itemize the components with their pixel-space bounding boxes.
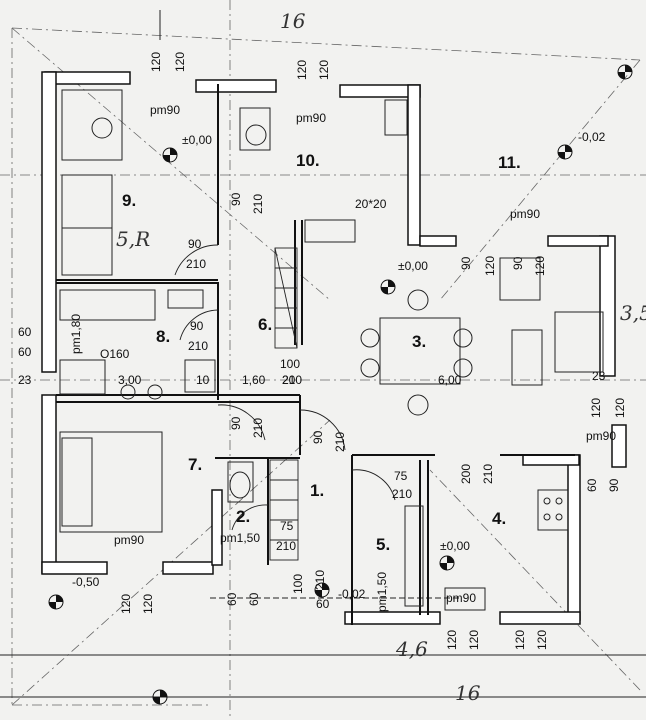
dim-label: 120 bbox=[141, 594, 155, 614]
axis-label-bottom: 16 bbox=[455, 681, 481, 705]
dim-label: 60 bbox=[225, 592, 239, 606]
dim-label: pm90 bbox=[510, 207, 540, 221]
dim-label: 20 bbox=[282, 373, 296, 387]
dim-label: 210 bbox=[282, 373, 302, 387]
room-label-8: 8. bbox=[156, 327, 170, 346]
stairs bbox=[269, 247, 299, 561]
room-label-2: 2. bbox=[236, 507, 250, 526]
dim-label: 90 bbox=[459, 256, 473, 270]
dim-label: 210 bbox=[481, 464, 495, 484]
dim-label: pm1,50 bbox=[220, 531, 260, 545]
dim-label: pm90 bbox=[586, 429, 616, 443]
axis-lines bbox=[0, 10, 646, 698]
dim-label: 120 bbox=[445, 630, 459, 650]
dim-label: 120 bbox=[483, 256, 497, 276]
level-label: -0,50 bbox=[72, 575, 100, 589]
dim-label: 210 bbox=[276, 539, 296, 553]
room-label-4: 4. bbox=[492, 509, 506, 528]
handwritten-note-9: 5,R bbox=[116, 227, 150, 251]
dim-label: 75 bbox=[280, 519, 294, 533]
level-label: ±0,00 bbox=[398, 259, 428, 273]
dim-label: 210 bbox=[313, 570, 327, 590]
dim-label: 60 bbox=[585, 478, 599, 492]
dim-label: 100 bbox=[291, 574, 305, 594]
dim-label: 120 bbox=[589, 398, 603, 418]
level-label: -0,02 bbox=[578, 130, 606, 144]
dim-label: 23 bbox=[18, 373, 32, 387]
dim-label: 3,00 bbox=[118, 373, 142, 387]
room-label-10: 10. bbox=[296, 151, 320, 170]
dim-label: 200 bbox=[459, 464, 473, 484]
dim-label: 210 bbox=[186, 257, 206, 271]
axis-label-top: 16 bbox=[280, 9, 306, 33]
dim-label: 60 bbox=[18, 345, 32, 359]
dim-label: pm90 bbox=[114, 533, 144, 547]
dim-label: 210 bbox=[333, 432, 347, 452]
dim-label: 10 bbox=[196, 373, 210, 387]
dim-label: 100 bbox=[280, 357, 300, 371]
dim-label: 60 bbox=[316, 597, 330, 611]
interior-walls bbox=[56, 84, 575, 625]
room-label-5: 5. bbox=[376, 535, 390, 554]
dim-label: O160 bbox=[100, 347, 130, 361]
dim-label: 60 bbox=[247, 592, 261, 606]
dim-label: pm90 bbox=[296, 111, 326, 125]
dim-label: 90 bbox=[229, 192, 243, 206]
level-label: -0,02 bbox=[338, 587, 366, 601]
dim-label: 210 bbox=[251, 418, 265, 438]
dim-label: pm90 bbox=[150, 103, 180, 117]
level-label: ±0,00 bbox=[182, 133, 212, 147]
level-markers bbox=[48, 64, 633, 705]
handwritten-note-bottom: 4,6 bbox=[395, 637, 428, 661]
dim-label: 120 bbox=[295, 60, 309, 80]
exterior-walls bbox=[41, 71, 627, 625]
dim-label: 23 bbox=[592, 369, 606, 383]
dim-label: 90 bbox=[311, 430, 325, 444]
door-swings bbox=[174, 244, 396, 531]
dim-label: 75 bbox=[394, 469, 408, 483]
dim-label: 210 bbox=[251, 194, 265, 214]
dim-label: 90 bbox=[229, 416, 243, 430]
handwritten-notes: 16 16 5,R 3,5 4,6 bbox=[116, 9, 646, 705]
room-labels: 9. 10. 11. 6. 8. 3. 7. 1. 2. 5. 4. bbox=[122, 151, 521, 554]
dim-label: 120 bbox=[613, 398, 627, 418]
room-label-3: 3. bbox=[412, 332, 426, 351]
dim-label: 120 bbox=[533, 256, 547, 276]
dim-label: 210 bbox=[188, 339, 208, 353]
dim-label: pm1,50 bbox=[375, 572, 389, 612]
dim-label: 90 bbox=[607, 478, 621, 492]
room-label-11: 11. bbox=[498, 153, 521, 172]
dim-label: 90 bbox=[511, 256, 525, 270]
furniture bbox=[59, 89, 604, 611]
dim-label: 90 bbox=[188, 237, 202, 251]
room-label-6: 6. bbox=[258, 315, 272, 334]
dim-label: 60 bbox=[18, 325, 32, 339]
level-label: ±0,00 bbox=[440, 539, 470, 553]
dimension-labels: 120 120 120 120 pm90 pm90 pm90 ±0,00 -0,… bbox=[18, 52, 627, 650]
dim-label: 1,60 bbox=[242, 373, 266, 387]
dim-label: pm90 bbox=[446, 591, 476, 605]
dim-label: 120 bbox=[317, 60, 331, 80]
room-label-1: 1. bbox=[310, 481, 324, 500]
dim-label: 120 bbox=[149, 52, 163, 72]
dim-label: 120 bbox=[173, 52, 187, 72]
dim-label: 210 bbox=[392, 487, 412, 501]
dim-label: 6,00 bbox=[438, 373, 462, 387]
dim-label: 120 bbox=[535, 630, 549, 650]
handwritten-note-right: 3,5 bbox=[620, 301, 646, 325]
dim-label: 90 bbox=[190, 319, 204, 333]
room-label-7: 7. bbox=[188, 455, 202, 474]
dim-label: 120 bbox=[467, 630, 481, 650]
room-label-9: 9. bbox=[122, 191, 136, 210]
dim-label: 120 bbox=[119, 594, 133, 614]
dim-label: 20*20 bbox=[355, 197, 387, 211]
dim-label: 120 bbox=[513, 630, 527, 650]
dim-label: pm1,80 bbox=[69, 314, 83, 354]
